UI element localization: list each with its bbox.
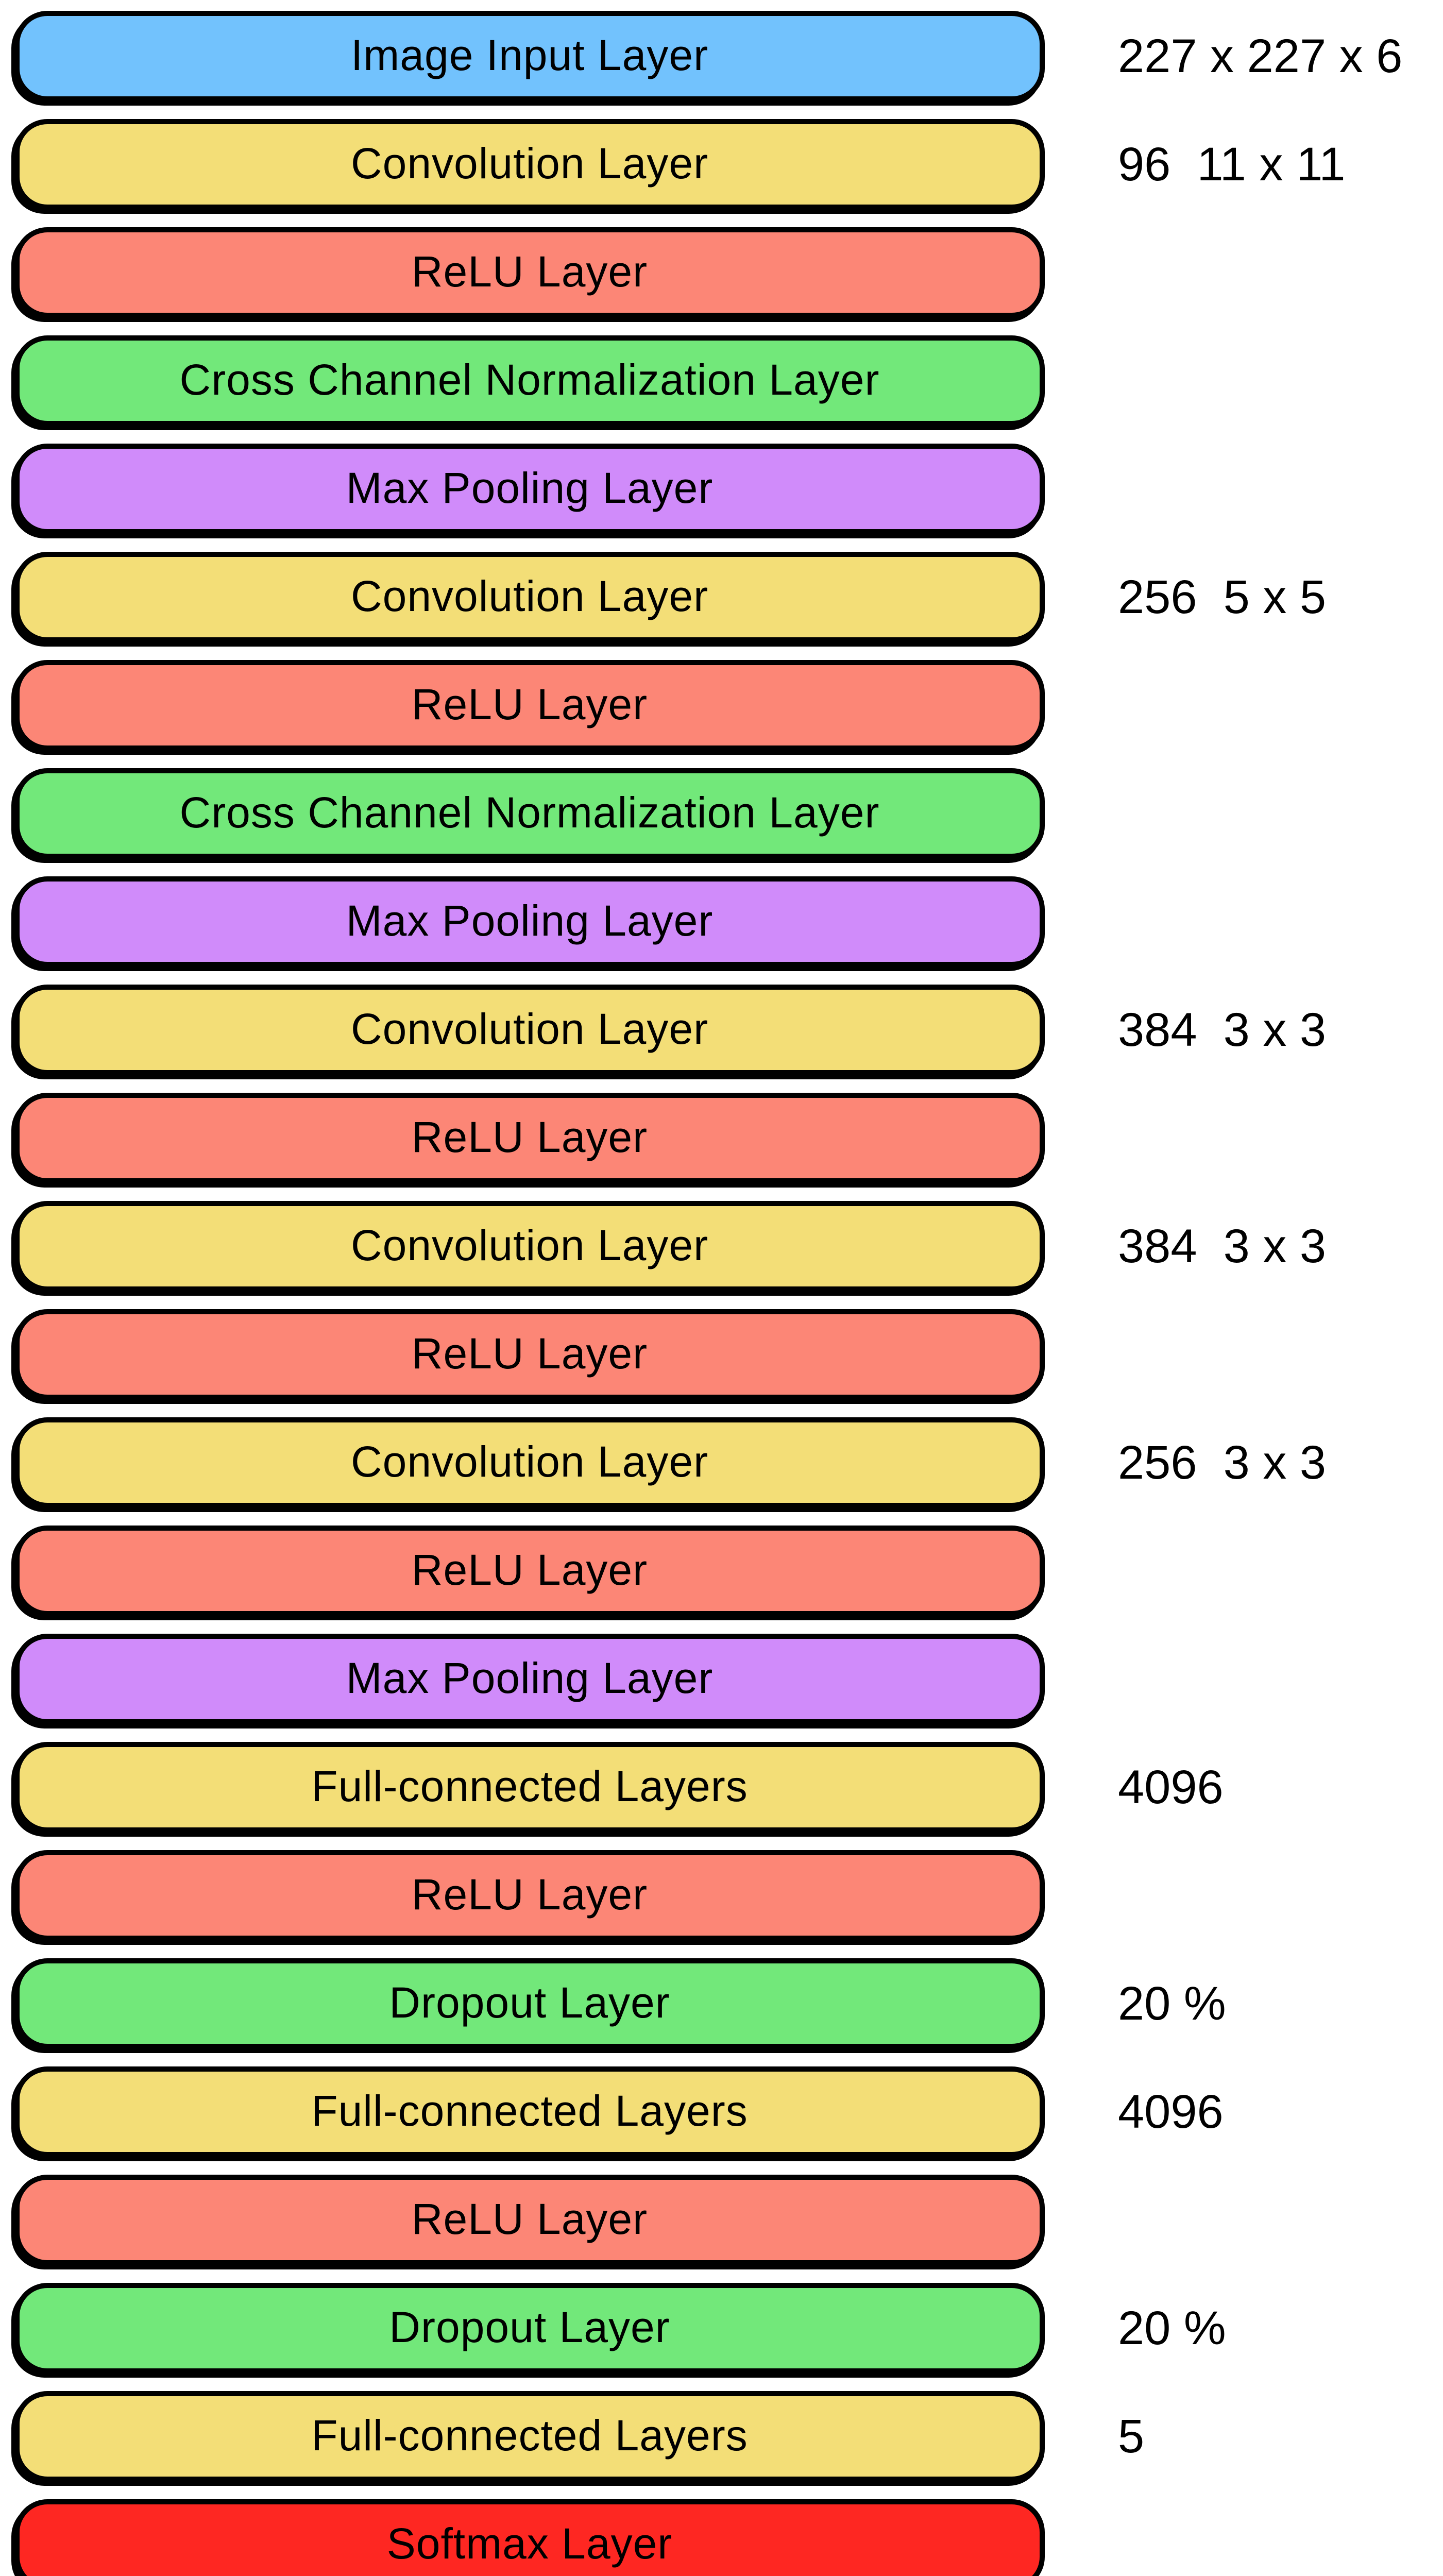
layer-pill-convolution: Convolution Layer	[14, 119, 1045, 210]
layer-pill-relu: ReLU Layer	[14, 1526, 1045, 1616]
layer-label: Convolution Layer	[350, 1437, 709, 1486]
layer-pill-relu: ReLU Layer	[14, 227, 1045, 318]
layer-pill-pooling: Max Pooling Layer	[14, 1634, 1045, 1724]
layer-row-pooling: Max Pooling Layer	[14, 876, 1443, 967]
layer-label: Full-connected Layers	[311, 1762, 748, 1810]
layer-pill-convolution: Convolution Layer	[14, 1201, 1045, 1292]
layer-row-convolution: Convolution Layer 384 3 x 3	[14, 985, 1443, 1075]
layer-pill-softmax: Softmax Layer	[14, 2499, 1045, 2576]
layer-pill-fully_connected: Full-connected Layers	[14, 1742, 1045, 1833]
layer-pill-relu: ReLU Layer	[14, 2175, 1045, 2265]
layer-row-convolution: Convolution Layer 96 11 x 11	[14, 119, 1443, 210]
layer-label: Dropout Layer	[389, 1978, 670, 2027]
layer-annotation: 384 3 x 3	[1118, 1220, 1327, 1273]
layer-row-pooling: Max Pooling Layer	[14, 444, 1443, 534]
layer-annotation: 4096	[1118, 2086, 1224, 2138]
layer-row-softmax: Softmax Layer	[14, 2499, 1443, 2576]
layer-label: ReLU Layer	[411, 1113, 648, 1161]
layer-label: Max Pooling Layer	[346, 464, 714, 512]
layer-label: ReLU Layer	[411, 680, 648, 728]
layer-label: Convolution Layer	[350, 1005, 709, 1053]
layer-label: Convolution Layer	[350, 1221, 709, 1269]
layer-row-pooling: Max Pooling Layer	[14, 1634, 1443, 1724]
layer-label: Softmax Layer	[386, 2519, 673, 2568]
layer-annotation: 256 3 x 3	[1118, 1436, 1327, 1489]
layer-row-input: Image Input Layer 227 x 227 x 6	[14, 11, 1443, 101]
layer-annotation: 227 x 227 x 6	[1118, 30, 1403, 82]
layer-row-relu: ReLU Layer	[14, 1850, 1443, 1941]
layer-row-relu: ReLU Layer	[14, 2175, 1443, 2265]
layer-pill-normalization: Cross Channel Normalization Layer	[14, 768, 1045, 859]
layer-label: Cross Channel Normalization Layer	[179, 355, 880, 404]
layer-row-relu: ReLU Layer	[14, 227, 1443, 318]
layer-label: Convolution Layer	[350, 572, 709, 620]
layer-pill-pooling: Max Pooling Layer	[14, 444, 1045, 534]
layer-row-fully_connected: Full-connected Layers 4096	[14, 1742, 1443, 1833]
layer-label: Max Pooling Layer	[346, 1654, 714, 1702]
layer-label: Image Input Layer	[350, 31, 709, 79]
layer-pill-fully_connected: Full-connected Layers	[14, 2066, 1045, 2157]
layer-row-fully_connected: Full-connected Layers 4096	[14, 2066, 1443, 2157]
layer-row-dropout: Dropout Layer 20 %	[14, 1958, 1443, 2049]
layer-pill-convolution: Convolution Layer	[14, 1417, 1045, 1508]
layer-label: ReLU Layer	[411, 1870, 648, 1919]
layer-pill-dropout: Dropout Layer	[14, 2283, 1045, 2374]
layer-annotation: 256 5 x 5	[1118, 571, 1327, 623]
layer-annotation: 5	[1118, 2410, 1145, 2463]
layer-label: ReLU Layer	[411, 1329, 648, 1378]
layer-pill-convolution: Convolution Layer	[14, 985, 1045, 1075]
layer-pill-pooling: Max Pooling Layer	[14, 876, 1045, 967]
layer-annotation: 96 11 x 11	[1118, 138, 1346, 191]
layer-row-convolution: Convolution Layer 256 3 x 3	[14, 1417, 1443, 1508]
layer-pill-normalization: Cross Channel Normalization Layer	[14, 335, 1045, 426]
layer-annotation: 20 %	[1118, 1977, 1226, 2030]
layer-pill-fully_connected: Full-connected Layers	[14, 2391, 1045, 2482]
layer-row-fully_connected: Full-connected Layers 5	[14, 2391, 1443, 2482]
layer-annotation: 4096	[1118, 1761, 1224, 1814]
layer-pill-input: Image Input Layer	[14, 11, 1045, 101]
layer-label: ReLU Layer	[411, 247, 648, 296]
layer-row-relu: ReLU Layer	[14, 1093, 1443, 1183]
layer-row-relu: ReLU Layer	[14, 1309, 1443, 1400]
layer-row-relu: ReLU Layer	[14, 1526, 1443, 1616]
layer-pill-dropout: Dropout Layer	[14, 1958, 1045, 2049]
layer-pill-relu: ReLU Layer	[14, 1093, 1045, 1183]
layer-row-dropout: Dropout Layer 20 %	[14, 2283, 1443, 2374]
layer-row-normalization: Cross Channel Normalization Layer	[14, 768, 1443, 859]
layer-pill-relu: ReLU Layer	[14, 1850, 1045, 1941]
layer-annotation: 384 3 x 3	[1118, 1004, 1327, 1056]
layer-label: ReLU Layer	[411, 2195, 648, 2243]
layer-pill-relu: ReLU Layer	[14, 660, 1045, 751]
layer-row-convolution: Convolution Layer 256 5 x 5	[14, 552, 1443, 642]
layer-row-normalization: Cross Channel Normalization Layer	[14, 335, 1443, 426]
layer-label: Cross Channel Normalization Layer	[179, 788, 880, 837]
layer-row-convolution: Convolution Layer 384 3 x 3	[14, 1201, 1443, 1292]
layer-label: Convolution Layer	[350, 139, 709, 188]
layer-label: ReLU Layer	[411, 1546, 648, 1594]
layer-label: Dropout Layer	[389, 2303, 670, 2351]
layer-row-relu: ReLU Layer	[14, 660, 1443, 751]
layer-label: Full-connected Layers	[311, 2087, 748, 2135]
layer-label: Max Pooling Layer	[346, 896, 714, 945]
layer-annotation: 20 %	[1118, 2302, 1226, 2354]
layer-label: Full-connected Layers	[311, 2411, 748, 2460]
layer-pill-convolution: Convolution Layer	[14, 552, 1045, 642]
layer-pill-relu: ReLU Layer	[14, 1309, 1045, 1400]
